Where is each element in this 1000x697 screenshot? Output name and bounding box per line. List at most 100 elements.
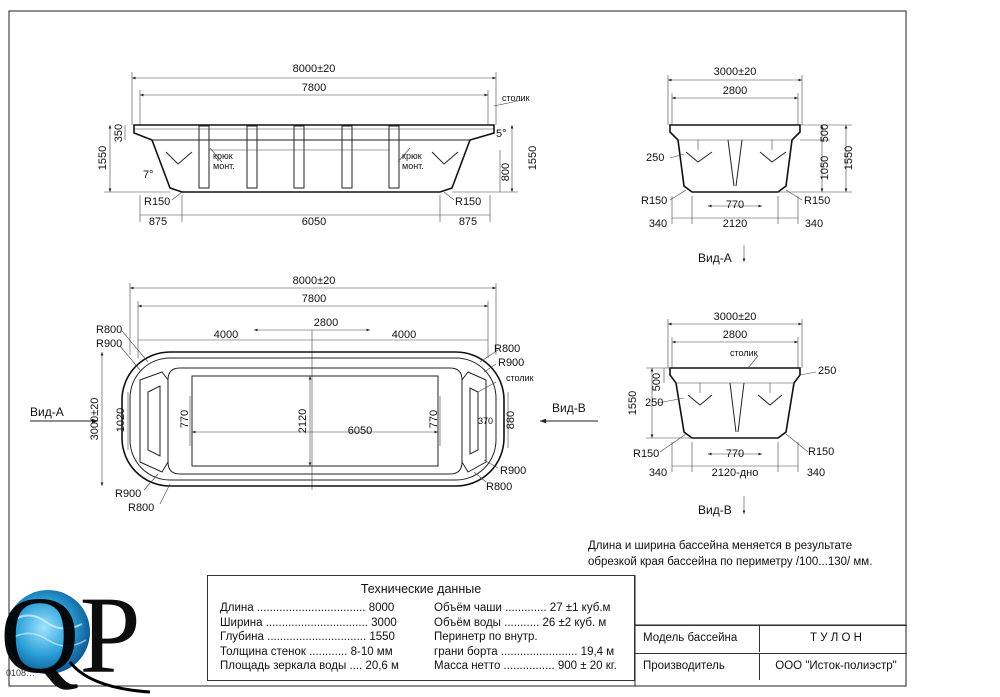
- sec-a-radius-right: R150: [804, 195, 830, 207]
- side-dim-height-left: 1550: [97, 146, 109, 170]
- sec-b-dim-340-left: 340: [649, 467, 667, 479]
- sec-a-dim-770: 770: [726, 199, 744, 211]
- side-dim-left-slope: 875: [149, 216, 167, 228]
- plan-radius-r900-tl: R900: [96, 338, 122, 350]
- logo-code: 0108…: [6, 668, 35, 678]
- side-dim-right-slope: 875: [459, 216, 477, 228]
- sec-b-dim-250-right: 250: [818, 365, 836, 377]
- sec-b-dim-340-right: 340: [807, 467, 825, 479]
- sec-a-dim-1050: 1050: [819, 156, 831, 180]
- plan-radius-r900-tr: R900: [498, 357, 524, 369]
- sec-b-dim-overall: 3000±20: [714, 311, 757, 323]
- plan-dim-step-left: 770: [179, 410, 191, 428]
- plan-dim-overall: 8000±20: [293, 275, 336, 287]
- plan-radius-r900-br: R900: [500, 465, 526, 477]
- sec-a-view-label: Вид-А: [698, 251, 732, 265]
- qp-logo: QP 0108…: [0, 580, 151, 696]
- plan-dim-880: 880: [505, 411, 517, 429]
- title-block-separator: [759, 654, 760, 680]
- tech-title: Технические данные: [360, 582, 482, 596]
- sec-b-dim-inner: 2800: [723, 329, 747, 341]
- side-label-hook-right-1: крюк: [402, 151, 422, 161]
- tech-row-bowl-volume: Объём чаши ............. 27 ±1 куб.м: [434, 602, 611, 614]
- sec-b-dim-500: 500: [651, 373, 663, 391]
- side-dim-ledge: 350: [113, 124, 125, 142]
- side-dim-inner: 7800: [302, 82, 326, 94]
- model-label: Модель бассейна: [643, 632, 738, 644]
- side-angle-left: 7°: [143, 169, 154, 181]
- sec-b-dim-1550: 1550: [627, 391, 639, 415]
- sec-a-dim-250: 250: [646, 152, 664, 164]
- sec-b-dim-250-left: 250: [645, 397, 663, 409]
- logo-text: QP: [0, 580, 141, 696]
- tech-row-area: Площадь зеркала воды .... 20,6 м: [220, 660, 399, 673]
- model-value: Т У Л О Н: [810, 632, 862, 644]
- tech-row-mass: Масса нетто ................ 900 ± 20 кг…: [434, 660, 617, 673]
- plan-radius-r800-br: R800: [486, 481, 512, 493]
- tech-row-perimeter-1: Перинетр по внутр.: [434, 631, 538, 644]
- side-label-hook-right-2: монт.: [402, 161, 424, 171]
- plan-dim-half-left: 4000: [214, 329, 238, 341]
- tech-row-depth: Глубина ............................... …: [220, 631, 395, 644]
- plan-view-b-label: Вид-В: [552, 401, 586, 415]
- side-view: 8000±20 7800 6050 875 875 1550 1550 350 …: [97, 63, 539, 228]
- note-line-2: обрезкой края бассейна по периметру /100…: [588, 556, 873, 568]
- dimension-note: Длина и ширина бассейна меняется в резул…: [588, 538, 908, 570]
- tech-left-column: Длина ..................................…: [220, 601, 399, 674]
- plan-radius-r800-tr: R800: [494, 343, 520, 355]
- tech-row-perimeter-2: грани борта ........................ 19,…: [434, 645, 615, 658]
- plan-radius-r800-tl: R800: [96, 324, 122, 336]
- title-block-maker-row: Производитель ООО "Исток-полиэстр": [635, 653, 907, 680]
- side-radius-right: R150: [455, 196, 481, 208]
- plan-dim-step-right: 770: [428, 410, 440, 428]
- side-label-hook-left-1: крюк: [213, 151, 233, 161]
- plan-dim-inner: 7800: [302, 293, 326, 305]
- plan-radius-r900-bl: R900: [115, 488, 141, 500]
- plan-dim-bottom: 6050: [348, 425, 372, 437]
- maker-value: ООО "Исток-полиэстр": [775, 660, 897, 672]
- tech-row-wall: Толщина стенок ............ 8-10 мм: [220, 645, 393, 658]
- sec-b-dim-bottom: 2120-дно: [712, 467, 759, 479]
- sec-a-dim-500: 500: [819, 124, 831, 142]
- sec-b-view-label: Вид-В: [698, 503, 732, 517]
- side-dim-height-right: 1550: [527, 146, 539, 170]
- technical-data-table: Технические данные Длина ...............…: [207, 575, 635, 681]
- plan-dim-half-right: 4000: [392, 329, 416, 341]
- side-label-hook-left-2: монт.: [213, 161, 235, 171]
- sec-a-radius-left: R150: [641, 195, 667, 207]
- plan-dim-1020: 1020: [115, 408, 127, 432]
- title-block: Модель бассейна Т У Л О Н Производитель …: [635, 625, 907, 681]
- side-dim-step: 800: [500, 163, 512, 181]
- side-dim-bottom: 6050: [302, 216, 326, 228]
- side-label-stolik: столик: [502, 93, 530, 103]
- tech-right-column: Объём чаши ............. 27 ±1 куб.м Объ…: [434, 601, 617, 674]
- plan-dim-center: 2800: [314, 317, 338, 329]
- side-dim-overall: 8000±20: [293, 63, 336, 75]
- note-line-1: Длина и ширина бассейна меняется в резул…: [588, 540, 853, 552]
- plan-dim-width: 3000±20: [89, 398, 101, 441]
- section-a-view: 3000±20 2800 500 1050 1550 250 R150 R150…: [641, 66, 855, 265]
- maker-label: Производитель: [643, 660, 725, 672]
- section-b-view: 3000±20 2800 500 1550 250 250 R150 R150 …: [627, 311, 836, 517]
- sec-a-dim-inner: 2800: [723, 85, 747, 97]
- sec-b-radius-right: R150: [808, 446, 834, 458]
- plan-view: 8000±20 7800 4000 2800 4000 3000±20 2120…: [30, 275, 598, 514]
- sec-a-dim-340-left: 340: [649, 218, 667, 230]
- plan-view-a-label: Вид-А: [30, 405, 64, 419]
- tech-row-length: Длина ..................................…: [220, 602, 395, 614]
- sec-a-dim-2120: 2120: [723, 218, 747, 230]
- sec-b-dim-770: 770: [726, 448, 744, 460]
- title-block-separator: [759, 626, 760, 652]
- sec-b-radius-left: R150: [633, 448, 659, 460]
- title-block-model-row: Модель бассейна Т У Л О Н: [635, 625, 907, 652]
- sec-b-label-stolik: столик: [730, 348, 758, 358]
- sec-a-dim-overall: 3000±20: [714, 66, 757, 78]
- logo-water-circle: [6, 590, 90, 674]
- plan-dim-inner-width: 2120: [297, 409, 309, 433]
- plan-radius-r800-bl: R800: [128, 502, 154, 514]
- tech-row-water-volume: Объём воды ........... 26 ±2 куб. м: [434, 616, 607, 629]
- plan-dim-370: 370: [478, 416, 493, 426]
- plan-label-stolik: столик: [506, 373, 534, 383]
- sheet-frame: [8, 10, 907, 687]
